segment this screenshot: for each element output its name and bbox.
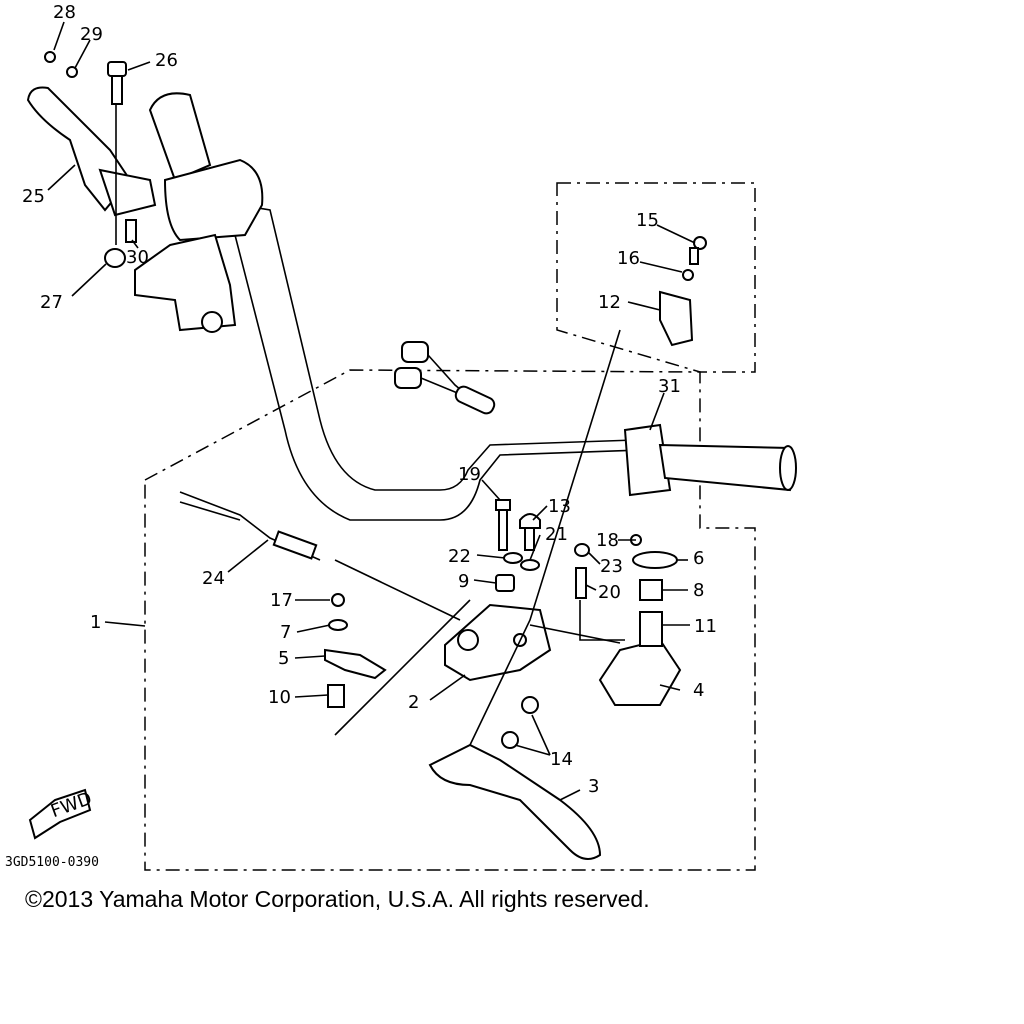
left-grip <box>148 92 264 242</box>
washer-part <box>682 269 694 281</box>
copyright-notice: ©2013 Yamaha Motor Corporation, U.S.A. A… <box>25 886 650 912</box>
clamp-part <box>659 290 694 347</box>
callout-27: 27 <box>40 292 63 313</box>
callout-29: 29 <box>80 24 103 45</box>
callout-5: 5 <box>278 648 289 669</box>
callout-30: 30 <box>126 247 149 268</box>
callout-25: 25 <box>22 186 45 207</box>
callout-9: 9 <box>458 571 469 592</box>
callout-8: 8 <box>693 580 704 601</box>
assembly-box-switch <box>556 182 756 373</box>
brake-switch-cable <box>179 491 321 561</box>
clutch-lever <box>26 86 157 217</box>
callout-19: 19 <box>458 464 481 485</box>
fwd-arrow: FWD <box>28 788 95 840</box>
callout-31: 31 <box>658 376 681 397</box>
callout-6: 6 <box>693 548 704 569</box>
callout-2: 2 <box>408 692 419 713</box>
callout-11: 11 <box>694 616 717 637</box>
bracket-part <box>598 638 682 706</box>
callout-14: 14 <box>550 749 573 770</box>
callout-26: 26 <box>155 50 178 71</box>
callout-10: 10 <box>268 687 291 708</box>
spring-assembly <box>574 534 678 647</box>
small-parts-left <box>324 593 387 708</box>
diagram-part-code: 3GD5100-0390 <box>5 855 99 870</box>
callout-16: 16 <box>617 248 640 269</box>
handlebar <box>174 199 641 521</box>
brake-lever <box>428 743 602 860</box>
callout-1: 1 <box>90 612 101 633</box>
callout-17: 17 <box>270 590 293 611</box>
master-cylinder <box>444 603 552 682</box>
callout-22: 22 <box>448 546 471 567</box>
throttle-switch-housing <box>623 423 797 497</box>
left-switch-block <box>134 233 237 333</box>
callout-24: 24 <box>202 568 225 589</box>
callout-3: 3 <box>588 776 599 797</box>
callout-7: 7 <box>280 622 291 643</box>
callout-12: 12 <box>598 292 621 313</box>
leader-lines <box>47 21 696 801</box>
wire-connectors <box>394 341 496 415</box>
callout-15: 15 <box>636 210 659 231</box>
small-parts-top-left <box>44 51 137 268</box>
callout-23: 23 <box>600 556 623 577</box>
callout-20: 20 <box>598 582 621 603</box>
callout-4: 4 <box>693 680 704 701</box>
callout-21: 21 <box>545 524 568 545</box>
callout-28: 28 <box>53 2 76 23</box>
callout-13: 13 <box>548 496 571 517</box>
callout-labels: 1 2 3 4 5 6 7 8 9 10 11 12 13 14 15 16 1… <box>22 2 717 797</box>
callout-18: 18 <box>596 530 619 551</box>
